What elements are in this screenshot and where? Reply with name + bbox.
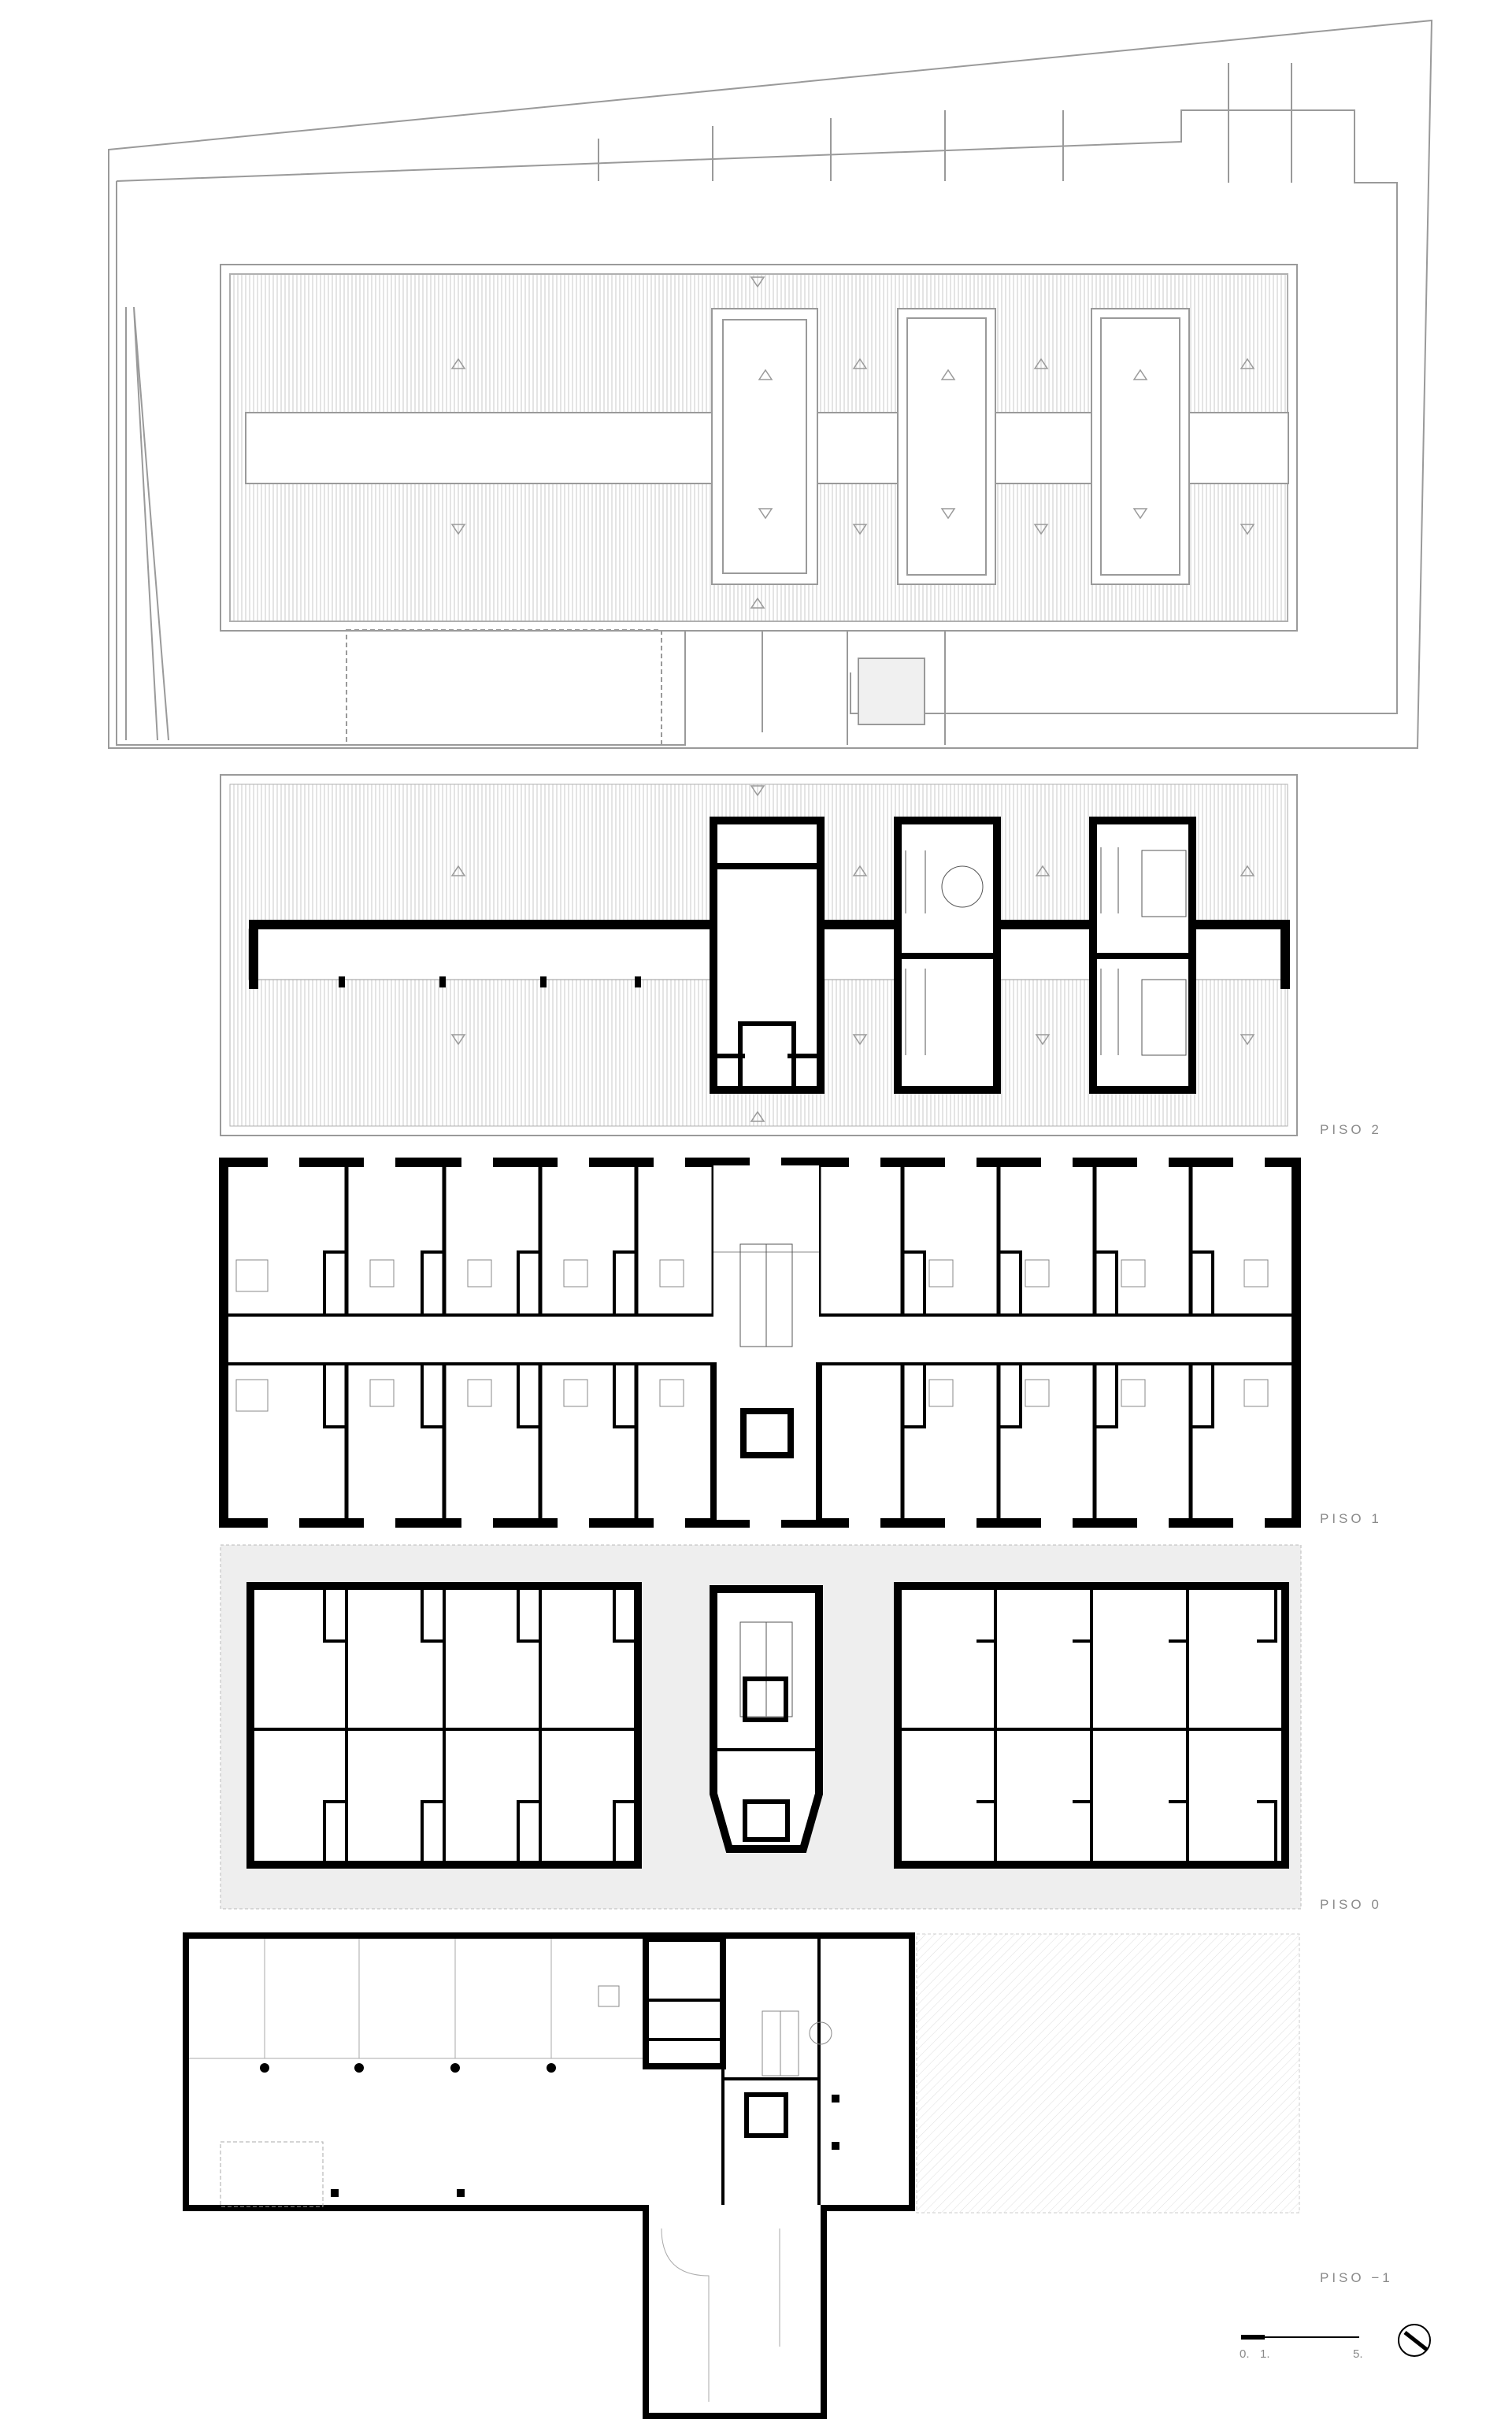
- fixtures-piso-1: [235, 1259, 1269, 1412]
- columns: [260, 2063, 839, 2197]
- scale-label-1: 1.: [1260, 2347, 1270, 2361]
- elevator-piso-0: [743, 1799, 790, 1842]
- scale-bar: 0. 1. 5.: [1240, 2335, 1363, 2361]
- scale-label-5: 5.: [1353, 2347, 1363, 2361]
- roof-outline: [220, 264, 1298, 632]
- roof-volume-3: [1091, 308, 1190, 585]
- central-core-piso-0: [710, 1585, 823, 1853]
- roof-site-plan: [108, 19, 1433, 749]
- piso-minus-1-outline: [183, 1932, 915, 2419]
- level-label-piso-1: PISO 1: [1320, 1511, 1382, 1526]
- roof-drain-markers: [450, 276, 1255, 609]
- elevator-piso-1: [740, 1408, 794, 1458]
- level-label-piso-minus-1: PISO −1: [1320, 2270, 1393, 2285]
- floor-plan-piso-2: [220, 774, 1298, 1136]
- north-arrow-icon: [1398, 2324, 1431, 2357]
- level-label-piso-0: PISO 0: [1320, 1897, 1382, 1912]
- floor-plan-piso-0: [220, 1544, 1302, 1910]
- windows-piso-1: [268, 1158, 1265, 1528]
- elevator-piso-minus-1: [744, 2092, 788, 2138]
- roof-volume-2: [897, 308, 996, 585]
- central-core-piso-1: [710, 1165, 822, 1520]
- scale-label-0: 0.: [1240, 2347, 1250, 2361]
- piso-minus-1-hatch: [916, 1933, 1300, 2214]
- bathroom-pods: [323, 1250, 1214, 1428]
- ramp-left: [125, 306, 169, 741]
- entrance-box: [858, 658, 925, 725]
- services-block: [643, 1936, 821, 2205]
- level-label-piso-2: PISO 2: [1320, 1122, 1382, 1137]
- site-inner-boundary: [116, 109, 1398, 714]
- floor-plan-piso-1: [219, 1158, 1301, 1528]
- wing-right: [894, 1582, 1289, 1869]
- wing-left: [246, 1582, 642, 1869]
- floor-plan-piso-minus-1: [183, 1932, 1300, 2419]
- core-volume-1: [710, 817, 825, 1094]
- roof-volume-1: [711, 308, 818, 585]
- site-boundary: [108, 19, 1433, 749]
